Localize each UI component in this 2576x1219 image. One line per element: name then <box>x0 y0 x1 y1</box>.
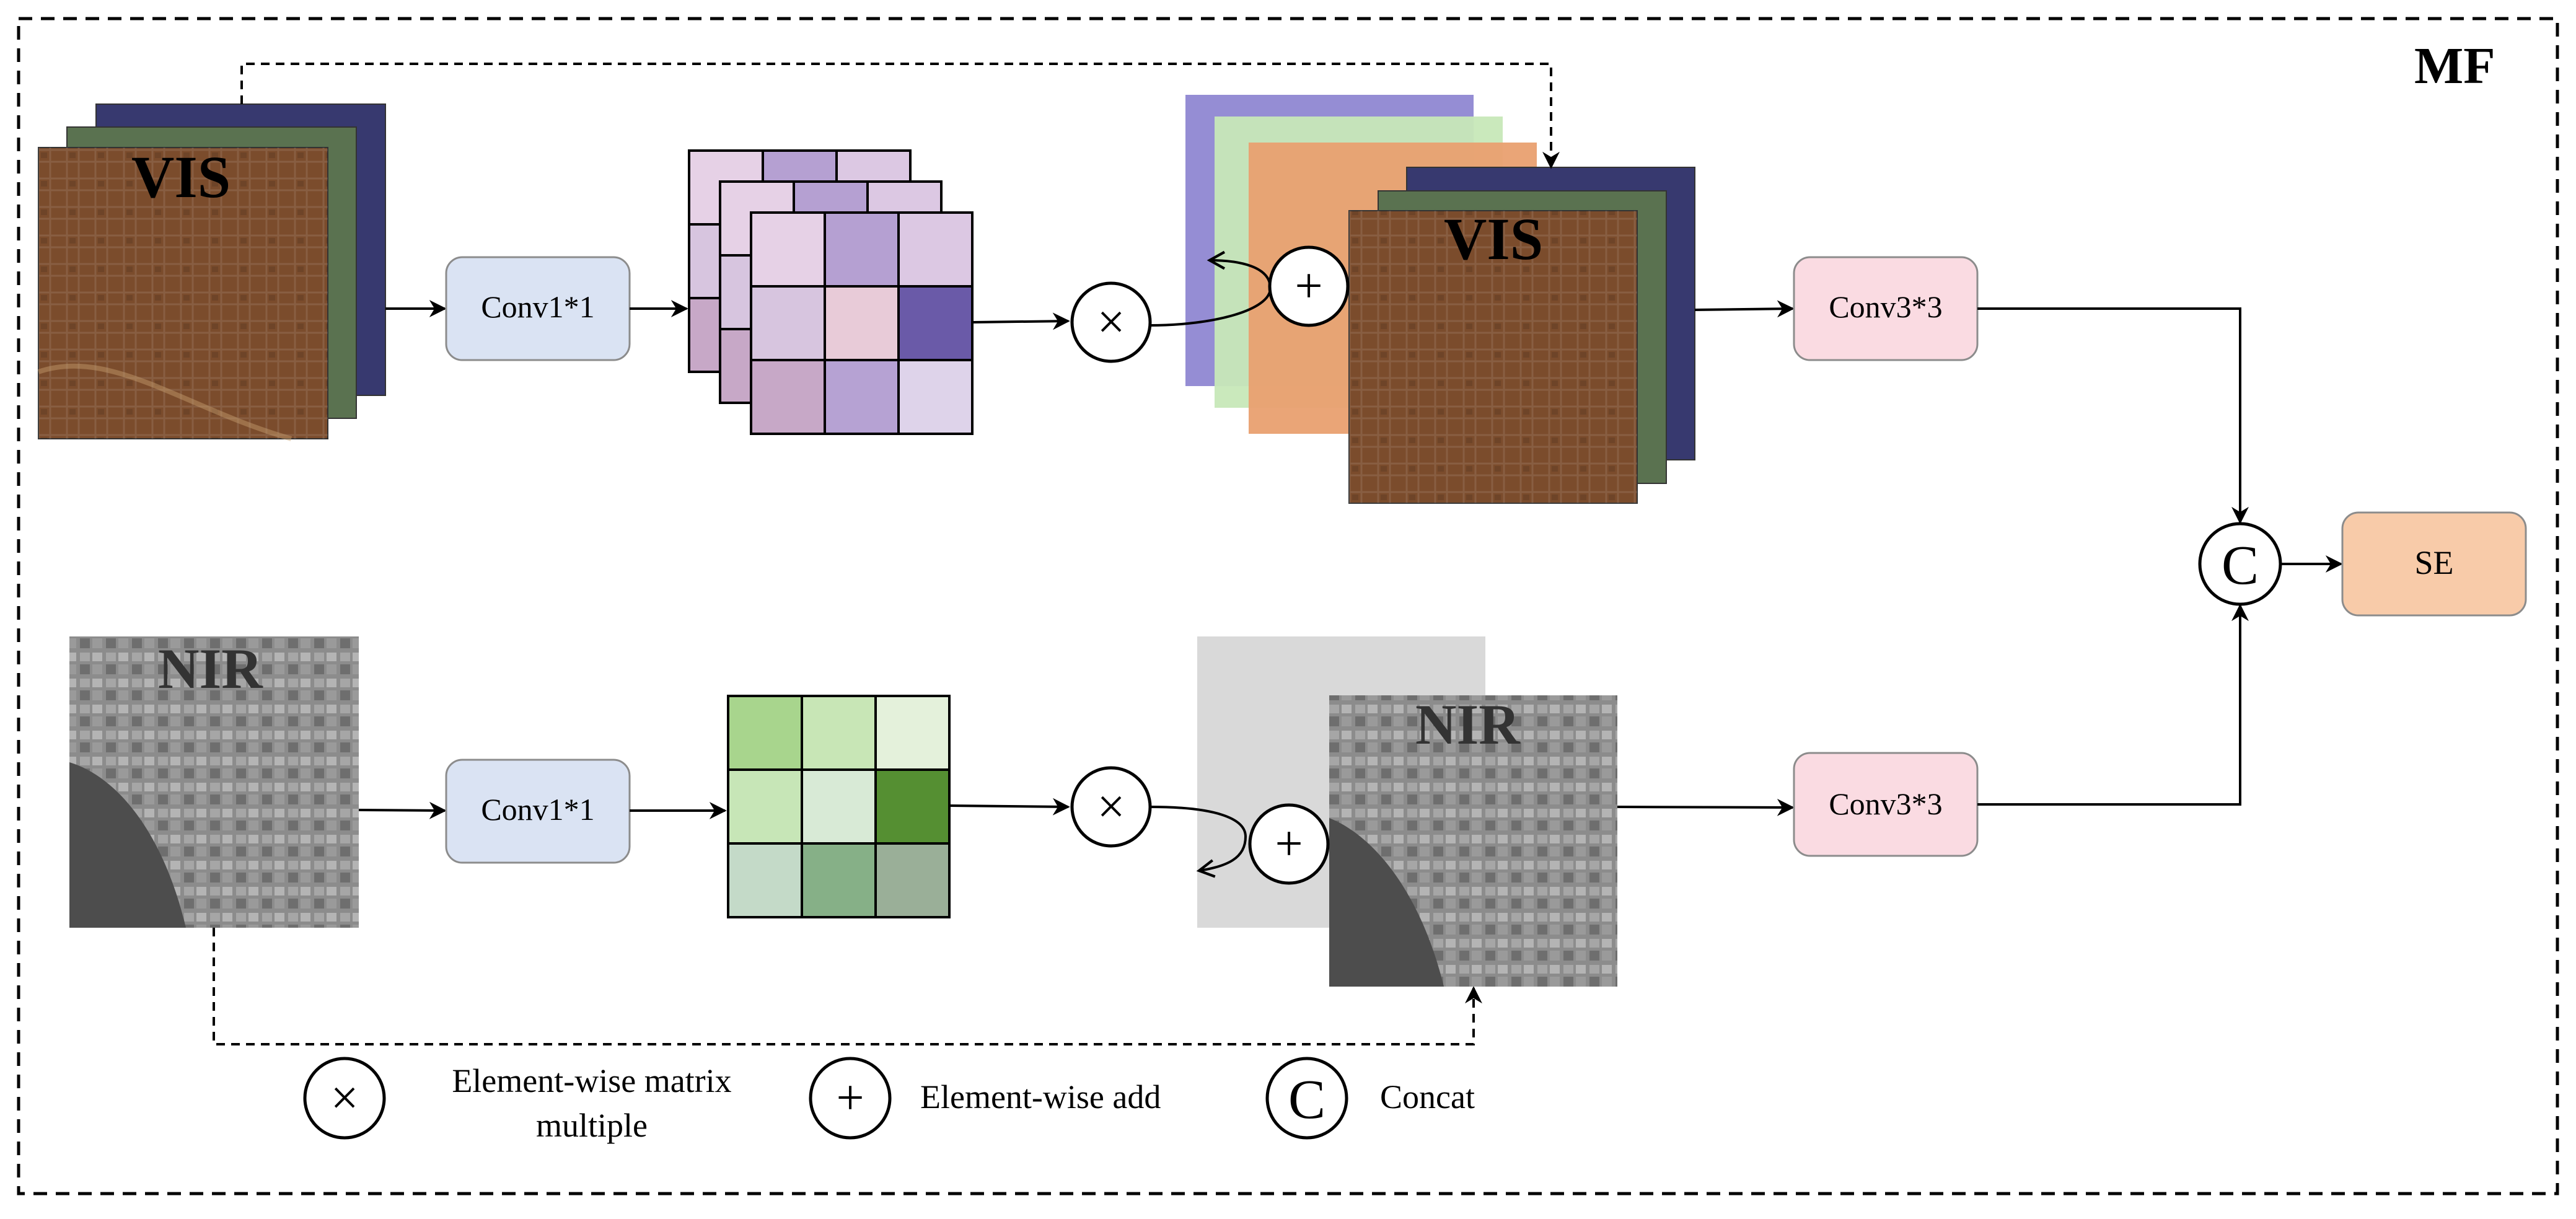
vis-kernel-layer-front <box>750 211 974 435</box>
legend-item-add: + Element-wise add <box>809 1057 1161 1140</box>
nir-image: NIR <box>69 636 359 928</box>
legend-multiply-symbol: × <box>330 1071 358 1125</box>
arrow-vis-to-conv3 <box>1694 300 1795 318</box>
mf-label: MF <box>2414 37 2495 95</box>
vis-output-stack: VIS <box>1348 167 1695 504</box>
legend-concat-circle <box>1265 1057 1348 1140</box>
arrow-vis-conv3-to-concat <box>1977 307 2249 524</box>
vis-output-label: VIS <box>1444 206 1543 272</box>
vis-conv1-label: Conv1*1 <box>481 289 594 324</box>
arrow-multiply-to-add-nir <box>1150 806 1247 878</box>
legend-add-symbol: + <box>836 1071 864 1125</box>
vis-kernel-layer-front-cell <box>824 285 900 361</box>
vis-image-label: VIS <box>131 144 231 210</box>
vis-kernel-layer-front-cell <box>897 359 974 435</box>
nir-output-label: NIR <box>1415 693 1521 756</box>
nir-output-image: NIR <box>1329 693 1617 987</box>
arrow-nir-conv3-to-concat <box>1977 604 2249 806</box>
concat-symbol: C <box>2222 535 2259 596</box>
nir-conv1-label: Conv1*1 <box>481 792 594 827</box>
vis-output-texture <box>1349 211 1637 503</box>
vis-kernel-layer-front-cell <box>897 285 974 361</box>
nir-kernel-grid-cell <box>801 842 877 918</box>
vis-kernel-layer-front-cell <box>897 211 974 288</box>
nir-skip-connection <box>213 928 1482 1045</box>
nir-multiply-op: × <box>1070 766 1152 848</box>
nir-output-water <box>1329 818 1444 987</box>
vis-multiply-symbol: × <box>1097 295 1125 350</box>
se-box[interactable] <box>2341 511 2527 617</box>
vis-attention-kernel <box>688 149 974 435</box>
nir-multiply-symbol: × <box>1097 780 1125 834</box>
vis-kernel-layer-front-cell <box>750 359 826 435</box>
nir-conv3-block[interactable]: Conv3*3 <box>1793 752 1979 857</box>
legend-multiply-text: Element-wise matrix <box>452 1062 731 1099</box>
vis-add-symbol: + <box>1295 259 1322 314</box>
nir-kernel-grid-cell <box>801 768 877 845</box>
mf-frame <box>17 17 2559 1195</box>
vis-kernel-layer-front-cell <box>750 285 826 361</box>
vis-add-op: + <box>1268 245 1350 327</box>
arrow-nir-to-conv3 <box>1617 798 1795 816</box>
vis-multiply-op: × <box>1070 281 1152 363</box>
vis-kernel-layer-front-cell <box>824 211 900 288</box>
vis-kernel-layer-front-cell <box>824 359 900 435</box>
nir-attention-kernel <box>727 695 951 918</box>
nir-kernel-grid-cell <box>874 695 951 771</box>
vis-conv1-block[interactable]: Conv1*1 <box>445 256 631 361</box>
nir-kernel-grid-cell <box>874 842 951 918</box>
vis-image-stack: VIS <box>37 103 386 441</box>
nir-kernel-grid-cell <box>727 695 803 771</box>
nir-add-symbol: + <box>1275 817 1303 871</box>
legend-add-circle <box>809 1057 892 1140</box>
legend-add-text: Element-wise add <box>920 1078 1161 1116</box>
nir-water <box>69 762 186 928</box>
vis-conv3-block[interactable]: Conv3*3 <box>1793 256 1979 361</box>
legend-concat-symbol: C <box>1288 1069 1325 1130</box>
legend-item-multiply: × Element-wise matrix multiple <box>303 1057 732 1144</box>
legend-concat-text: Concat <box>1380 1078 1475 1116</box>
vis-skip-connection <box>240 63 1560 169</box>
vis-kernel-layer-front-cell <box>750 211 826 288</box>
arrow-vis-kernel-to-multiply <box>972 312 1070 330</box>
vis-shoreline <box>37 363 292 441</box>
vis-multiply-circle <box>1070 281 1152 363</box>
concat-op: C <box>2198 522 2282 606</box>
nir-image-label: NIR <box>158 637 263 700</box>
se-label: SE <box>2414 544 2453 581</box>
nir-kernel-grid-cell <box>874 768 951 845</box>
nir-add-op: + <box>1248 803 1330 885</box>
nir-kernel-grid-cell <box>727 768 803 845</box>
legend-multiply-text2: multiple <box>536 1107 648 1144</box>
nir-kernel-grid <box>727 695 951 918</box>
arrow-nir-to-conv1 <box>358 801 447 819</box>
nir-add-circle <box>1248 803 1330 885</box>
legend-item-concat: C Concat <box>1265 1057 1475 1140</box>
vis-conv3-label: Conv3*3 <box>1829 289 1942 324</box>
vis-add-circle <box>1268 245 1350 327</box>
arrow-nir-kernel-to-multiply <box>949 798 1070 816</box>
legend: × Element-wise matrix multiple + Element… <box>303 1057 1475 1144</box>
nir-conv3-label: Conv3*3 <box>1829 786 1942 821</box>
nir-kernel-grid-cell <box>801 695 877 771</box>
nir-conv1-block[interactable]: Conv1*1 <box>445 759 631 864</box>
se-block[interactable]: SE <box>2341 511 2527 617</box>
vis-texture <box>38 147 328 439</box>
nir-kernel-grid-cell <box>727 842 803 918</box>
legend-multiply-circle <box>303 1057 386 1140</box>
